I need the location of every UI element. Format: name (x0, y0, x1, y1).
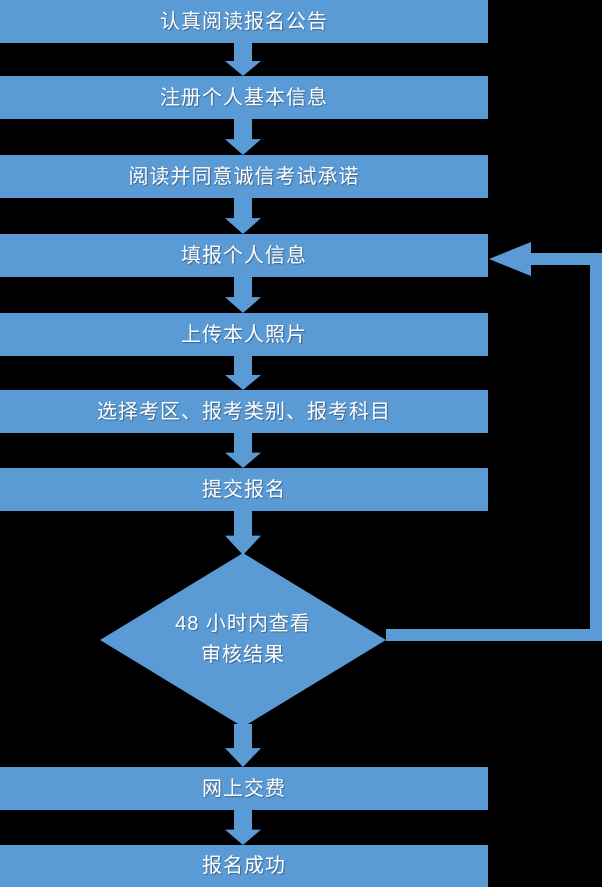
flow-node-label: 上传本人照片 (181, 323, 307, 346)
arrow-n7-to-n8-icon (225, 511, 261, 555)
arrow-n1-to-n2-icon (225, 42, 261, 76)
arrow-n8-to-n9-icon (225, 724, 261, 767)
flow-node-submit-application[interactable]: 提交报名 (0, 468, 488, 511)
flow-node-label: 提交报名 (202, 478, 286, 501)
feedback-segment-bottom-horizontal (386, 629, 602, 641)
flow-node-registration-success[interactable]: 报名成功 (0, 845, 488, 887)
feedback-arrowhead-icon (489, 242, 531, 276)
arrow-n3-to-n4-icon (225, 198, 261, 234)
arrow-n4-to-n5-icon (225, 277, 261, 313)
flow-node-label: 选择考区、报考类别、报考科目 (97, 400, 391, 423)
flow-node-register-basic-info[interactable]: 注册个人基本信息 (0, 76, 488, 119)
flow-node-upload-photo[interactable]: 上传本人照片 (0, 313, 488, 356)
arrow-n2-to-n3-icon (225, 119, 261, 155)
flow-node-fill-personal-info[interactable]: 填报个人信息 (0, 234, 488, 277)
flow-node-label: 阅读并同意诚信考试承诺 (128, 165, 360, 188)
diamond-shape (100, 553, 386, 727)
arrow-n6-to-n7-icon (225, 433, 261, 468)
feedback-segment-right-vertical (590, 253, 602, 641)
flow-node-label: 填报个人信息 (181, 244, 307, 267)
feedback-segment-top-horizontal (530, 253, 592, 265)
flow-node-label: 报名成功 (202, 855, 286, 877)
flow-node-accept-integrity-pledge[interactable]: 阅读并同意诚信考试承诺 (0, 155, 488, 198)
flow-node-label: 认真阅读报名公告 (160, 10, 328, 33)
flow-node-check-review-result[interactable]: 48 小时内查看 审核结果 (100, 553, 386, 727)
flow-node-label: 注册个人基本信息 (160, 86, 328, 109)
arrow-n9-to-n10-icon (225, 810, 261, 845)
arrow-n5-to-n6-icon (225, 356, 261, 390)
flow-node-read-announcement[interactable]: 认真阅读报名公告 (0, 0, 488, 43)
flow-node-choose-exam-region-category-subject[interactable]: 选择考区、报考类别、报考科目 (0, 390, 488, 433)
flow-node-label: 网上交费 (202, 777, 286, 800)
flow-node-online-payment[interactable]: 网上交费 (0, 767, 488, 810)
